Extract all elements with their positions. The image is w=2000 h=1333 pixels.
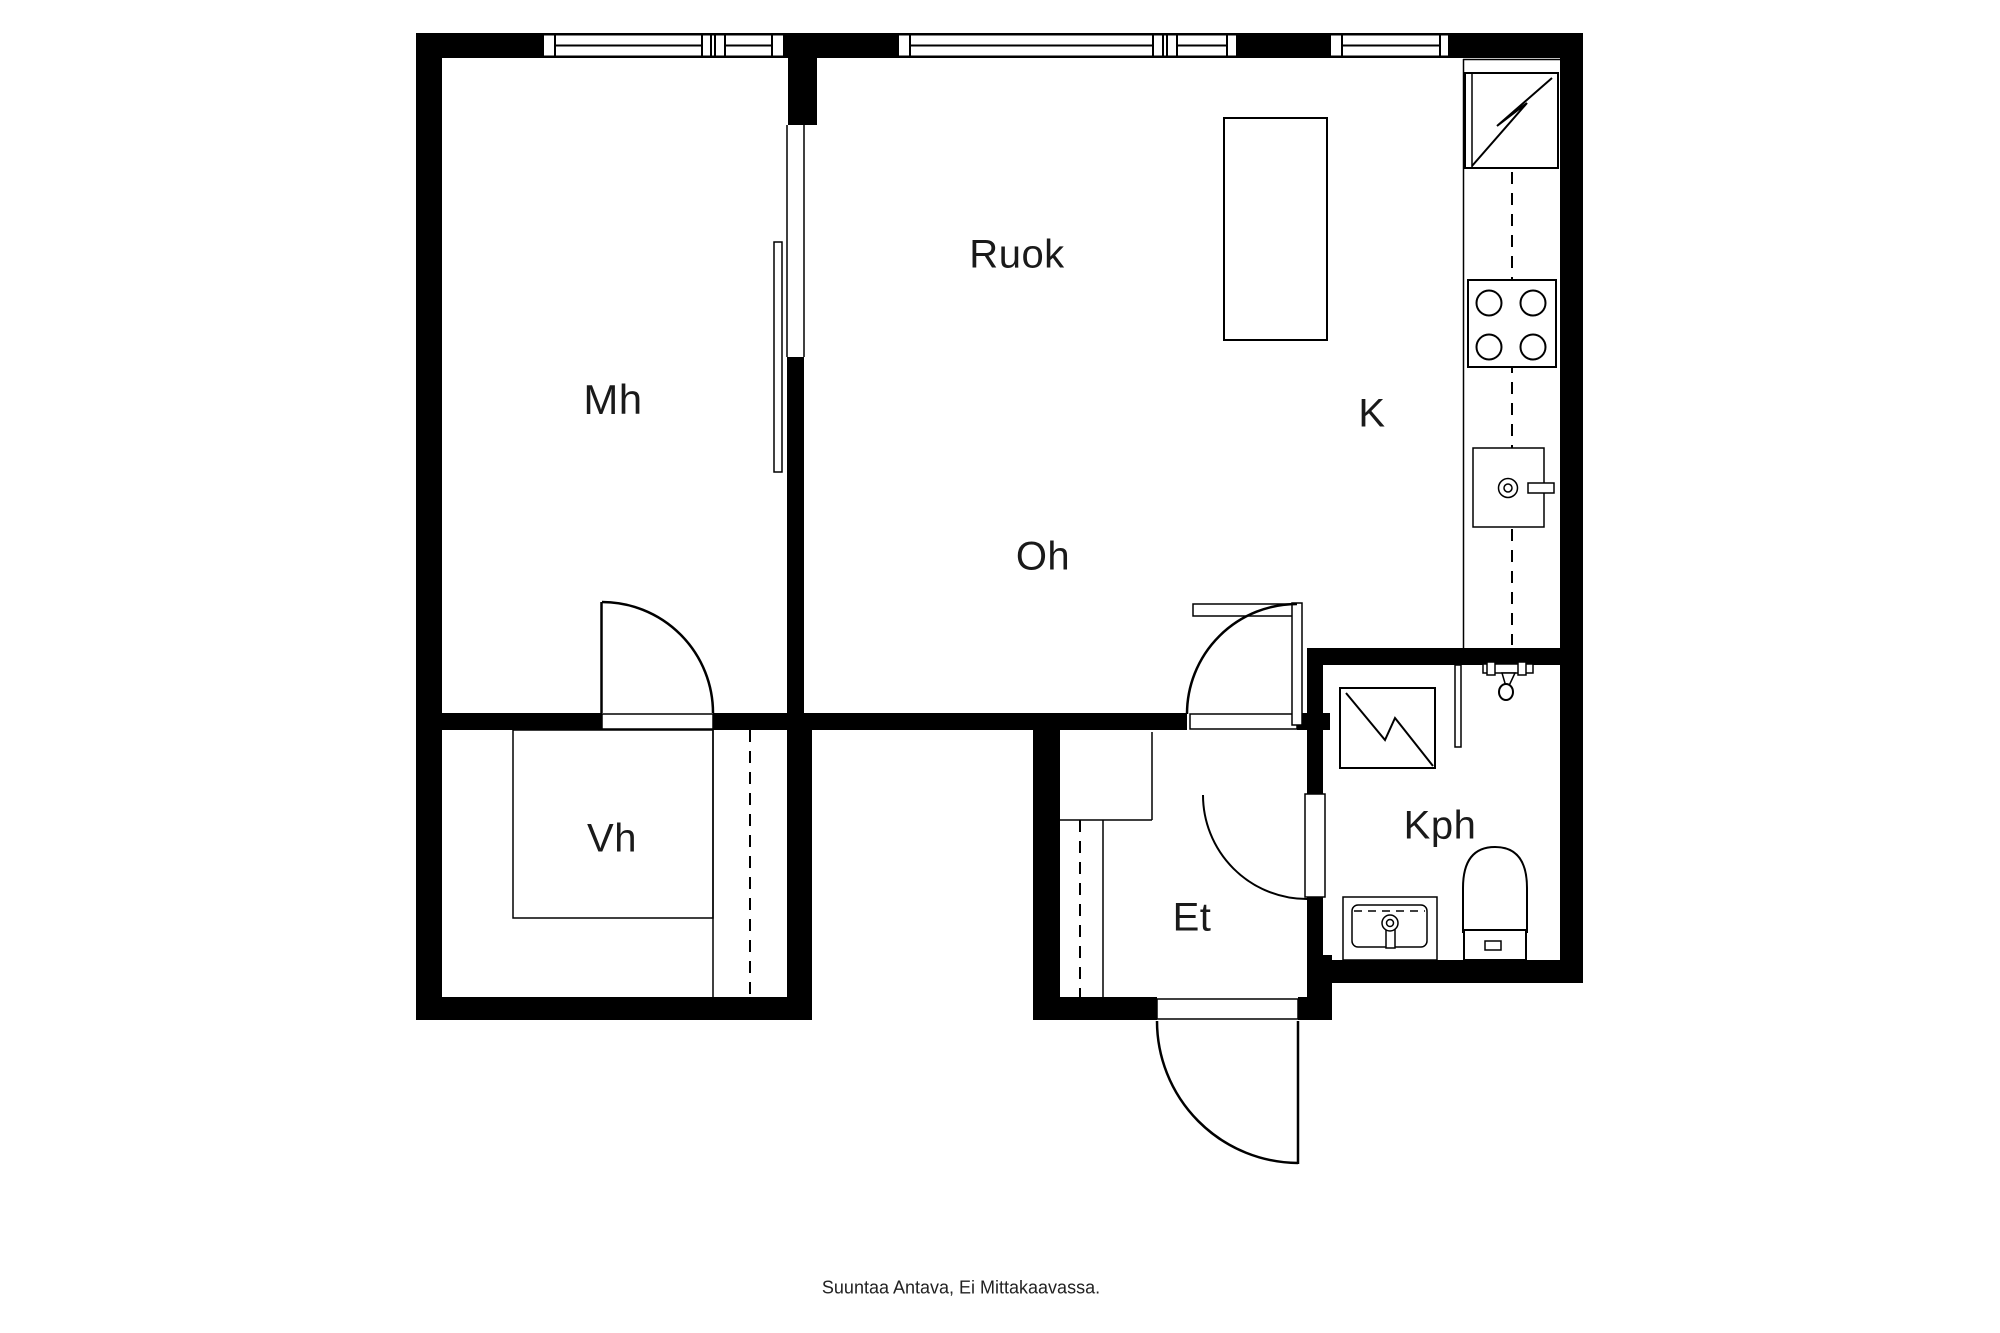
- kitchen-counter: [1462, 58, 1560, 648]
- stove-icon: [1467, 279, 1557, 368]
- window-icon: [542, 33, 785, 58]
- wall-segment: [1307, 648, 1323, 794]
- door-threshold: [1156, 998, 1299, 1020]
- room-label-vh: Vh: [587, 816, 637, 861]
- fridge-icon: [1464, 72, 1559, 169]
- window-icon: [1329, 33, 1450, 58]
- wall-segment: [416, 997, 812, 1020]
- room-label-oh: Oh: [1015, 534, 1071, 579]
- door-leaf: [1304, 793, 1326, 898]
- window-icon: [897, 33, 1238, 58]
- wall-segment: [442, 713, 602, 730]
- wall-segment: [787, 730, 812, 1020]
- sliding-door-icon: [773, 125, 805, 473]
- wall-segment: [1033, 730, 1060, 1020]
- room-label-et: Et: [1172, 895, 1212, 940]
- shower-icon: [1482, 661, 1534, 701]
- door-mh-vh: [600, 600, 715, 730]
- door-swing-icon: [601, 600, 715, 714]
- door-swing-icon: [1185, 602, 1298, 715]
- wall-segment: [788, 58, 817, 125]
- door-threshold: [601, 713, 714, 730]
- wall-segment: [787, 357, 804, 730]
- door-threshold: [1189, 713, 1298, 730]
- wall-segment: [713, 713, 1187, 730]
- shower-screen: [1454, 664, 1462, 748]
- wall-segment: [1308, 648, 1583, 665]
- room-label-ruok: Ruok: [969, 232, 1065, 277]
- kitchen-sink-icon: [1472, 447, 1555, 528]
- windows: [542, 33, 1450, 58]
- door-oh-et: [1185, 602, 1303, 730]
- wardrobe-icon: [512, 729, 751, 997]
- entry-door: [1155, 998, 1300, 1165]
- door-swing-icon: [1155, 1020, 1299, 1165]
- door-et-kph: [1202, 793, 1326, 900]
- room-label-k: K: [1358, 391, 1386, 436]
- plan-caption: Suuntaa Antava, Ei Mittakaavassa.: [821, 1277, 1101, 1298]
- walls: [416, 33, 1583, 1020]
- entry-closet: [1060, 732, 1153, 997]
- wall-segment: [1323, 960, 1583, 983]
- washing-machine-icon: [1339, 687, 1436, 769]
- toilet-icon: [1462, 845, 1528, 961]
- dining-table-icon: [1223, 117, 1328, 341]
- wall-segment: [1237, 33, 1330, 58]
- wall-segment: [1307, 897, 1323, 960]
- wall-segment: [1033, 997, 1157, 1020]
- room-label-kph: Kph: [1403, 803, 1477, 848]
- bathroom-sink-icon: [1342, 896, 1438, 961]
- wall-segment: [416, 33, 442, 1020]
- door-swing-icon: [1202, 794, 1308, 900]
- wall-segment: [1560, 33, 1583, 983]
- wall-segment: [785, 33, 898, 58]
- door-leaf: [1291, 602, 1303, 726]
- room-label-mh: Mh: [583, 376, 643, 423]
